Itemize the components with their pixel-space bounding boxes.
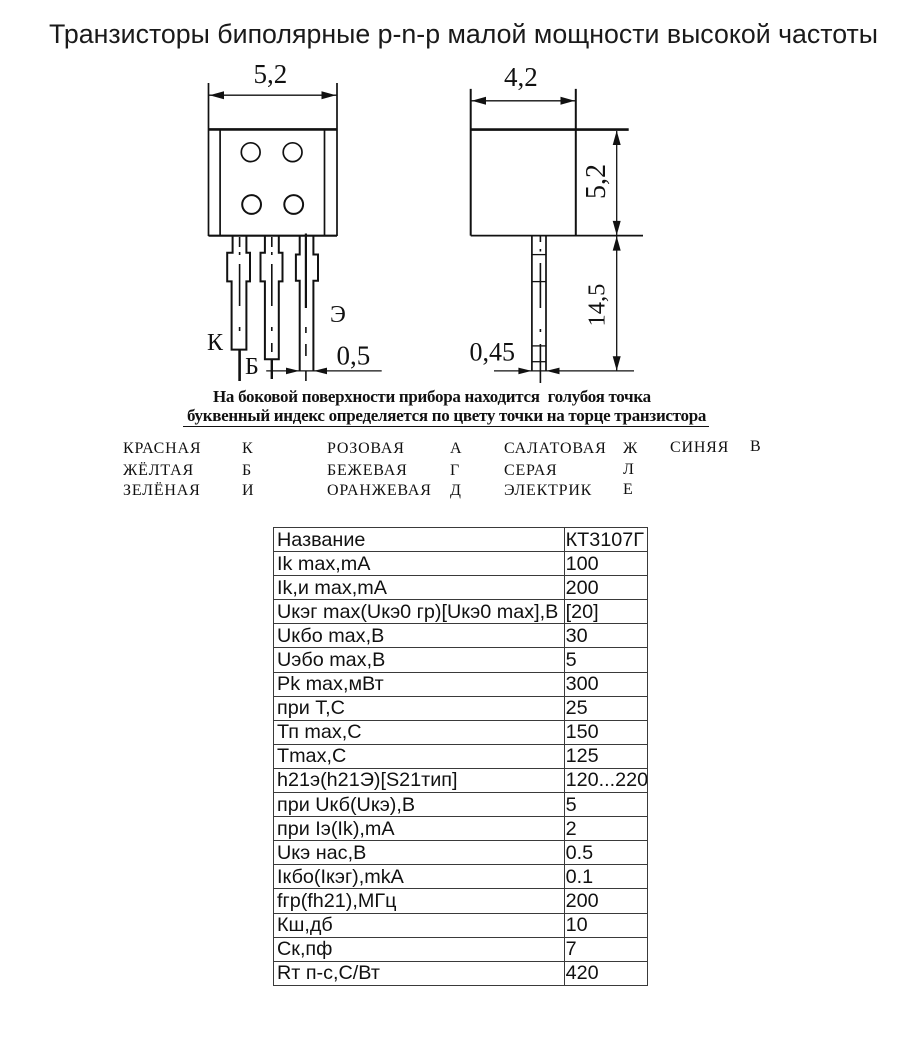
svg-text:14,5: 14,5 <box>584 284 611 327</box>
svg-text:5,2: 5,2 <box>581 164 612 199</box>
svg-text:0,45: 0,45 <box>470 338 516 367</box>
svg-text:К: К <box>207 330 224 356</box>
svg-text:5,2: 5,2 <box>254 59 288 89</box>
svg-text:0,5: 0,5 <box>337 341 371 371</box>
svg-text:Б: Б <box>245 354 259 380</box>
svg-text:4,2: 4,2 <box>504 62 538 92</box>
svg-text:Э: Э <box>330 302 346 328</box>
